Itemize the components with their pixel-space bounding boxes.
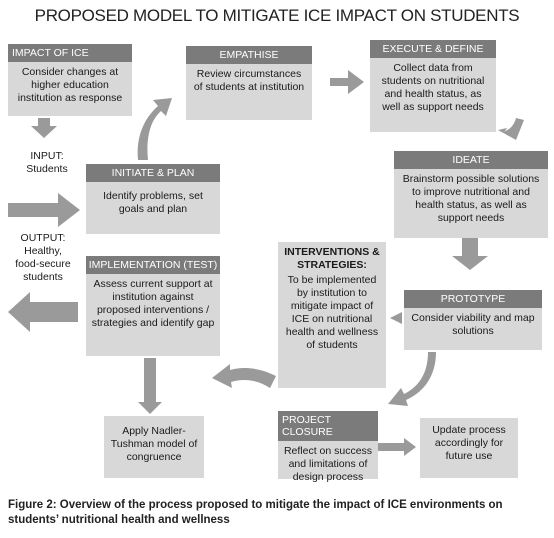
- ideate-header: IDEATE: [394, 151, 548, 169]
- nadler-tushman-text: Apply Nadler-Tushman model of congruence: [110, 425, 198, 463]
- empathise-text: Review circumstances of students at inst…: [193, 68, 305, 93]
- impact-of-ice-header: IMPACT OF ICE: [8, 44, 132, 62]
- project-closure-text: Reflect on success and limitations of de…: [283, 445, 373, 483]
- project-closure-header: PROJECT CLOSURE: [278, 411, 378, 441]
- interventions-header: INTERVENTIONS & STRATEGIES:: [284, 246, 380, 271]
- initiate-plan-text: Identify problems, set goals and plan: [103, 190, 203, 215]
- nadler-tushman-box: Apply Nadler-Tushman model of congruence: [104, 416, 204, 478]
- input-label: INPUT: Students: [26, 150, 68, 175]
- figure-caption: Figure 2: Overview of the process propos…: [8, 499, 503, 526]
- ideate-box: IDEATE Brainstorm possible solutions to …: [394, 151, 548, 238]
- arrow-empathise-to-execute: [330, 70, 364, 94]
- interventions-text: To be implemented by institution to miti…: [285, 274, 379, 351]
- empathise-box: EMPATHISE Review circumstances of studen…: [186, 46, 312, 120]
- implementation-text: Assess current support at institution ag…: [91, 278, 215, 329]
- impact-of-ice-text: Consider changes at higher education ins…: [17, 66, 123, 104]
- arrow-prototype-to-closure: [388, 352, 436, 406]
- update-process-text: Update process accordingly for future us…: [432, 424, 506, 462]
- arrow-closure-to-update: [378, 438, 416, 456]
- arrow-execute-to-ideate: [498, 118, 524, 140]
- initiate-plan-header: INITIATE & PLAN: [86, 164, 220, 182]
- ideate-text: Brainstorm possible solutions to improve…: [402, 173, 540, 224]
- arrow-initiate-to-empathise: [137, 98, 172, 160]
- empathise-header: EMPATHISE: [186, 46, 312, 64]
- arrow-implementation-to-nadler: [138, 358, 162, 414]
- arrow-impact-to-input: [31, 118, 57, 138]
- arrow-prototype-to-interventions: [390, 312, 402, 324]
- arrow-input-to-initiate: [8, 193, 80, 227]
- project-closure-box: PROJECT CLOSURE Reflect on success and l…: [278, 411, 378, 483]
- arrow-output-left: [8, 292, 78, 332]
- impact-of-ice-box: IMPACT OF ICE Consider changes at higher…: [8, 44, 132, 116]
- prototype-text: Consider viability and map solutions: [411, 312, 535, 337]
- implementation-header: IMPLEMENTATION (TEST): [86, 256, 220, 274]
- update-process-box: Update process accordingly for future us…: [420, 418, 518, 478]
- initiate-plan-box: INITIATE & PLAN Identify problems, set g…: [86, 164, 220, 234]
- arrow-interventions-to-implementation: [212, 364, 276, 388]
- implementation-box: IMPLEMENTATION (TEST) Assess current sup…: [86, 256, 220, 356]
- interventions-box: INTERVENTIONS & STRATEGIES: To be implem…: [278, 242, 386, 388]
- arrow-ideate-to-prototype: [452, 238, 488, 270]
- prototype-header: PROTOTYPE: [404, 290, 542, 308]
- diagram-title: PROPOSED MODEL TO MITIGATE ICE IMPACT ON…: [34, 6, 520, 25]
- execute-define-header: EXECUTE & DEFINE: [370, 40, 496, 58]
- execute-define-box: EXECUTE & DEFINE Collect data from stude…: [370, 40, 496, 132]
- prototype-box: PROTOTYPE Consider viability and map sol…: [404, 290, 542, 350]
- output-label: OUTPUT: Healthy, food-secure students: [15, 232, 71, 283]
- execute-define-text: Collect data from students on nutritiona…: [381, 62, 485, 113]
